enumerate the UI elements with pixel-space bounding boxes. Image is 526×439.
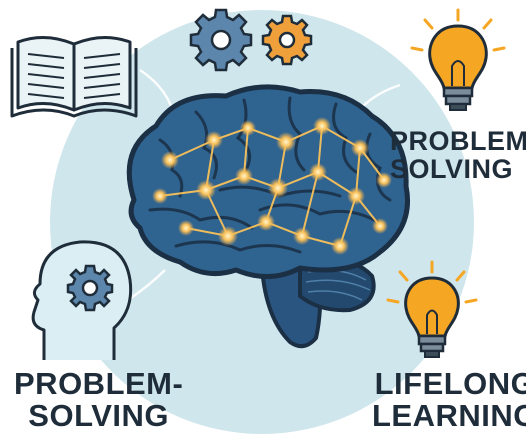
orange-gear-icon: [261, 14, 313, 66]
lightbulb-icon: [410, 8, 506, 111]
label-bottom-line1: LIFELONG: [374, 366, 526, 401]
label-lifelong-learning: LIFELONG LEARNING: [372, 368, 526, 431]
label-left-line2: SOLVING: [28, 397, 170, 433]
label-problem-solving-left: PROBLEM- SOLVING: [14, 368, 183, 431]
head-gear-icon: [31, 240, 133, 360]
label-problem-solving-right: PROBLEM- SOLVING: [390, 126, 526, 184]
brain-icon: [126, 84, 410, 349]
lightbulb-icon-bottom: [386, 260, 478, 358]
blue-gear-icon: [189, 8, 253, 72]
book-icon: [10, 36, 138, 118]
label-left-line1: PROBLEM-: [14, 366, 184, 401]
label-right-line2: SOLVING: [390, 153, 514, 184]
label-bottom-line2: LEARNING: [372, 397, 526, 433]
label-right-line1: PROBLEM-: [390, 126, 526, 156]
